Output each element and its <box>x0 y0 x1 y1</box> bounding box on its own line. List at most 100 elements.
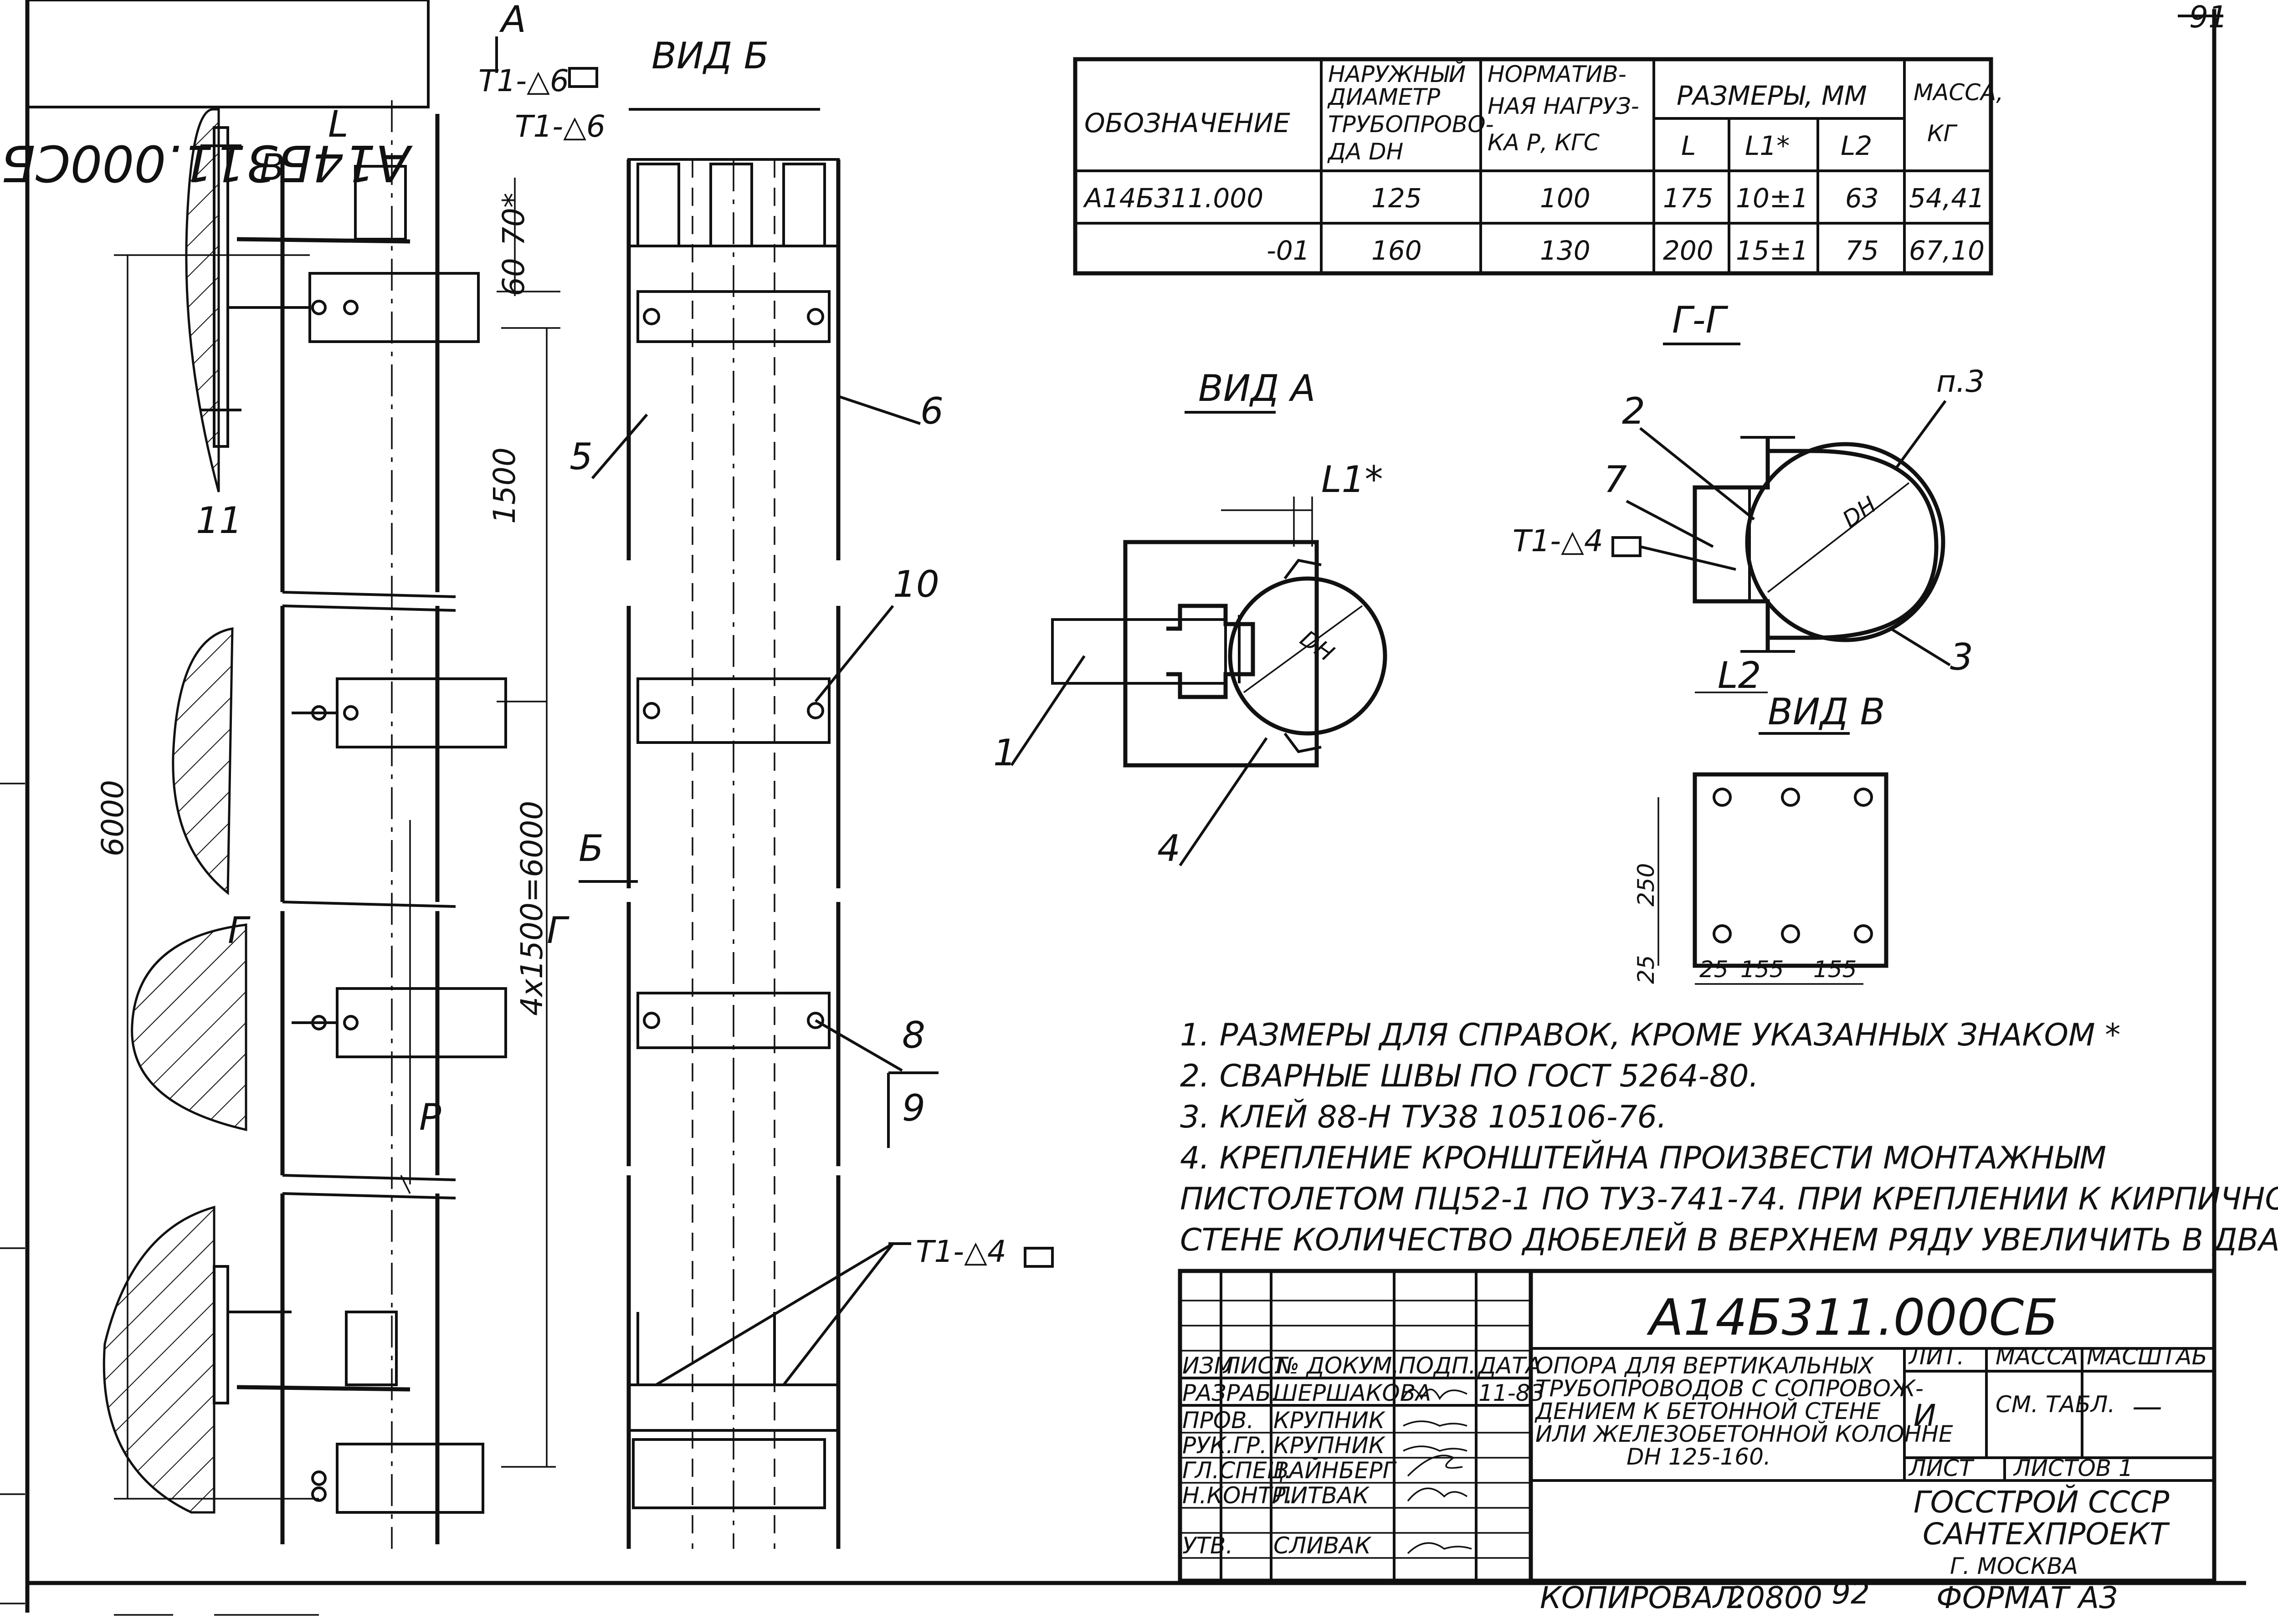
table-row-2-load: 130 <box>1540 235 1590 266</box>
title-line-4: ИЛИ ЖЕЛЕЗОБЕТОННОЙ КОЛОННЕ <box>1535 1420 1953 1447</box>
person-name-5: ЛИТВАК <box>1272 1482 1370 1509</box>
note-4-cont-1: ПИСТОЛЕТОМ ПЦ52-1 ПО ТУ3-741-74. ПРИ КРЕ… <box>1180 1181 2278 1217</box>
title-line-1: ОПОРА ДЛЯ ВЕРТИКАЛЬНЫХ <box>1535 1352 1874 1379</box>
label-p: Р <box>419 1096 441 1138</box>
table-row-1-designation: А14Б311.000 <box>1083 183 1263 214</box>
person-name-1: ШЕРШАКОВА <box>1273 1380 1431 1406</box>
wall-segment-3 <box>131 923 247 1132</box>
spec-table <box>1073 57 1993 276</box>
lit-label: ЛИТ. <box>1908 1343 1964 1370</box>
weld-1: Т1-△6 <box>478 63 569 98</box>
dim-1500: 1500 <box>487 447 522 524</box>
table-row-2-designation: -01 <box>1267 235 1310 266</box>
section-g-title: Г-Г <box>1672 299 1728 341</box>
view-b-title: ВИД Б <box>652 35 769 77</box>
sheet-label: ЛИСТ <box>1908 1455 1975 1481</box>
dim-60: 60 <box>496 258 531 296</box>
table-row-2-diameter: 160 <box>1371 235 1422 266</box>
person-role-2: ПРОВ. <box>1182 1407 1254 1434</box>
th-mass-2: КГ <box>1927 120 1958 147</box>
section-g-drawing <box>1693 436 1945 693</box>
th-load-1: НОРМАТИВ- <box>1488 61 1626 87</box>
dim-6000: 6000 <box>95 780 130 856</box>
signatures <box>1402 1388 1472 1554</box>
label-g2: Г <box>547 909 570 952</box>
note-2: 2. СВАРНЫЕ ШВЫ ПО ГОСТ 5264-80. <box>1180 1058 1759 1094</box>
callout-2: 2 <box>1622 390 1645 432</box>
col-header-date: ДАТА <box>1478 1352 1541 1379</box>
th-diameter-2: ДИАМЕТР <box>1327 84 1441 110</box>
dim-250: 250 <box>1633 863 1659 907</box>
table-row-2-mass: 67,10 <box>1909 235 1985 266</box>
callout-3: 3 <box>1950 636 1973 678</box>
view-v-title: ВИД В <box>1768 691 1885 733</box>
col-header-doc: № ДОКУМ. <box>1274 1352 1399 1379</box>
table-row-2-l: 200 <box>1663 235 1714 266</box>
wall-segment-4 <box>103 1205 215 1514</box>
notes: 1. РАЗМЕРЫ ДЛЯ СПРАВОК, КРОМЕ УКАЗАННЫХ … <box>1180 1017 2278 1258</box>
col-header-sign: ПОДП. <box>1399 1352 1476 1379</box>
weld-2: Т1-△6 <box>515 109 605 144</box>
title-line-2: ТРУБОПРОВОДОВ С СОПРОВОЖ- <box>1535 1375 1924 1402</box>
person-role-1: РАЗРАБ. <box>1182 1380 1278 1406</box>
table-row-1-diameter: 125 <box>1371 183 1422 214</box>
callout-7: 7 <box>1604 458 1627 501</box>
weld-4: Т1-△4 <box>1513 523 1603 558</box>
label-g1: Г <box>228 909 251 952</box>
scale-label: МАСШТАБ <box>2087 1343 2207 1370</box>
label-b: Б <box>579 827 604 870</box>
mass-label: МАССА <box>1996 1343 2078 1370</box>
dim-4x1500: 4х1500=6000 <box>514 801 549 1016</box>
th-l: L <box>1681 130 1696 161</box>
th-load-2: НАЯ НАГРУЗ- <box>1488 93 1639 119</box>
callout-4: 4 <box>1157 827 1180 870</box>
col-header-izm: ИЗМ <box>1182 1352 1234 1379</box>
person-role-4: ГЛ.СПЕЦ. <box>1182 1457 1292 1484</box>
title-block <box>1178 1269 2216 1583</box>
title-line-5: DН 125-160. <box>1626 1444 1771 1470</box>
view-a-title: ВИД А <box>1198 367 1315 410</box>
label-a: А <box>499 0 526 41</box>
table-row-1-l: 175 <box>1663 183 1714 214</box>
th-diameter-3: ТРУБОПРОВО- <box>1328 111 1494 138</box>
callout-8: 8 <box>902 1014 925 1056</box>
sheets-label: ЛИСТОВ 1 <box>2013 1455 2133 1481</box>
person-role-3: РУК.ГР. <box>1182 1432 1267 1459</box>
person-name-3: КРУПНИК <box>1273 1432 1386 1459</box>
wall-segment-2 <box>172 627 234 896</box>
org-line-3: Г. МОСКВА <box>1950 1553 2078 1579</box>
th-l1: L1* <box>1745 130 1790 161</box>
label-n3: п.3 <box>1936 364 1985 399</box>
table-row-2-l1: 15±1 <box>1736 235 1808 266</box>
th-l2: L2 <box>1841 130 1872 161</box>
note-4: 4. КРЕПЛЕНИЕ КРОНШТЕЙНА ПРОИЗВЕСТИ МОНТА… <box>1180 1140 2106 1176</box>
table-row-2-l2: 75 <box>1845 235 1879 266</box>
note-3: 3. КЛЕЙ 88-Н ТУ38 105106-76. <box>1180 1099 1667 1135</box>
callout-1: 1 <box>993 732 1016 774</box>
label-dn-2: DН <box>1838 492 1882 533</box>
callout-6: 6 <box>920 390 944 432</box>
view-b-column <box>626 108 841 1549</box>
org-line-1: ГОССТРОЙ СССР <box>1914 1484 2170 1520</box>
org-line-2: САНТЕХПРОЕКТ <box>1923 1516 2170 1552</box>
person-role-6: УТВ. <box>1182 1532 1233 1559</box>
scale-value: — <box>2132 1389 2162 1424</box>
title-line-3: ДЕНИЕМ К БЕТОННОЙ СТЕНЕ <box>1534 1398 1881 1424</box>
dim-155-a: 155 <box>1740 956 1784 983</box>
callout-10: 10 <box>893 563 939 605</box>
weld-3: Т1-△4 <box>916 1234 1006 1269</box>
table-row-1-mass: 54,41 <box>1909 183 1985 214</box>
dim-25-horizontal: 25 <box>1699 956 1729 983</box>
th-dimensions: РАЗМЕРЫ, ММ <box>1677 80 1867 111</box>
callout-11: 11 <box>196 499 242 542</box>
th-diameter-1: НАРУЖНЫЙ <box>1328 61 1466 87</box>
label-l2: L2 <box>1718 654 1761 697</box>
th-designation: ОБОЗНАЧЕНИЕ <box>1084 108 1290 138</box>
view-a-drawing <box>1051 497 1387 768</box>
label-dn-1: DН <box>1295 625 1339 666</box>
th-load-3: КА Р, КГС <box>1488 129 1600 156</box>
mass-value: СМ. ТАБЛ. <box>1996 1391 2115 1418</box>
person-role-5: Н.КОНТР. <box>1182 1482 1293 1509</box>
footer-copy-number: 20800 <box>1727 1580 1822 1615</box>
